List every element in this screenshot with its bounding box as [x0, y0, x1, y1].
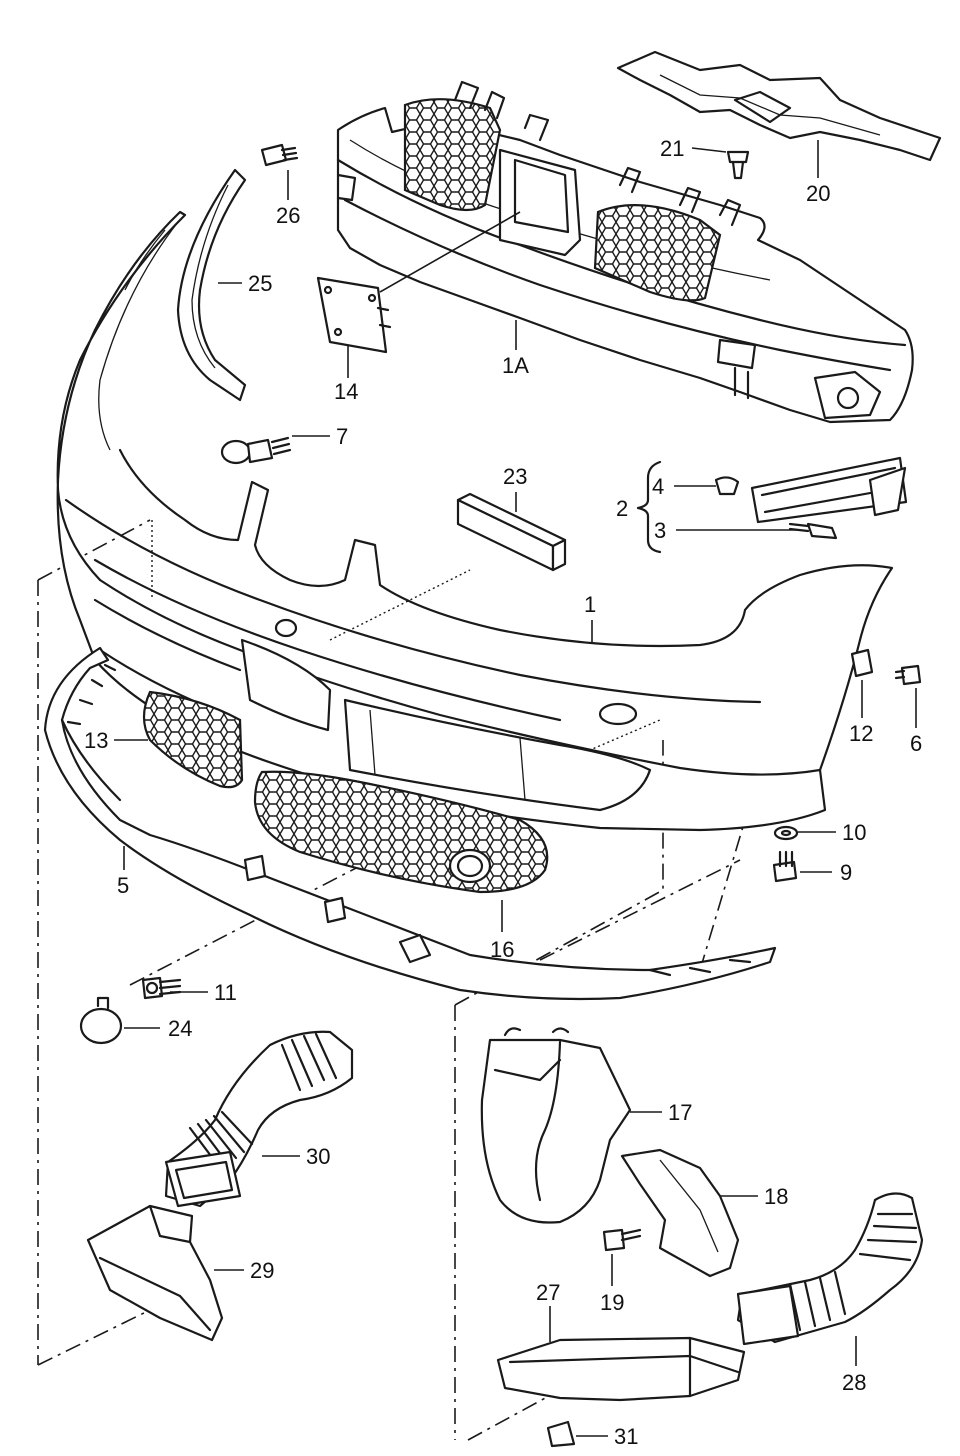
- part-29-duct-inlet: [86, 1204, 224, 1342]
- callout-labels: 26 25 14 1A 21 20 7 23 4 2 3 1 12 6 10 9…: [84, 136, 922, 1449]
- callout-20: 20: [806, 181, 830, 206]
- callout-24: 24: [168, 1016, 192, 1041]
- callout-28: 28: [842, 1370, 866, 1395]
- part-31-clip: [546, 1420, 576, 1448]
- callout-17: 17: [668, 1100, 692, 1125]
- part-2-bracket-assembly: [636, 456, 908, 554]
- callout-31: 31: [614, 1424, 638, 1449]
- part-19-screw: [602, 1228, 642, 1252]
- callout-9: 9: [840, 860, 852, 885]
- part-26-bolt: [260, 143, 299, 167]
- callout-19: 19: [600, 1290, 624, 1315]
- callout-26: 26: [276, 203, 300, 228]
- part-21-clip: [726, 150, 750, 180]
- callout-10: 10: [842, 820, 866, 845]
- part-18-duct-plate: [620, 1148, 740, 1278]
- part-10-washer: [773, 825, 799, 841]
- callout-23: 23: [503, 464, 527, 489]
- part-25-side-guide: [176, 168, 247, 402]
- part-12-clip-nut: [850, 648, 874, 678]
- part-28-air-duct-hose: [736, 1192, 924, 1346]
- part-1a-bumper-carrier: [336, 80, 914, 424]
- part-9-screw: [772, 850, 798, 883]
- callout-25: 25: [248, 271, 272, 296]
- part-24-cap: [79, 996, 123, 1045]
- part-23-foam-block: [456, 492, 567, 572]
- callout-29: 29: [250, 1258, 274, 1283]
- callout-27: 27: [536, 1280, 560, 1305]
- callout-1: 1: [584, 592, 596, 617]
- part-7-bulb: [220, 436, 292, 465]
- part-13-grille: [142, 690, 244, 789]
- callout-4: 4: [652, 474, 664, 499]
- part-16-lower-grille: [253, 770, 549, 894]
- part-1-bumper-cover: [56, 210, 894, 832]
- leader-lines: [114, 140, 917, 1437]
- callout-6: 6: [910, 731, 922, 756]
- callout-7: 7: [336, 424, 348, 449]
- callout-21: 21: [660, 136, 684, 161]
- part-30-air-duct-hose: [164, 1030, 354, 1208]
- part-11-screw: [141, 976, 182, 1000]
- part-14-bracket-plate: [316, 276, 392, 354]
- callout-14: 14: [334, 379, 358, 404]
- part-27-flat-duct: [496, 1336, 746, 1402]
- callout-18: 18: [764, 1184, 788, 1209]
- callout-12: 12: [849, 721, 873, 746]
- callout-30: 30: [306, 1144, 330, 1169]
- part-20-cover-panel: [616, 50, 942, 162]
- callout-5: 5: [117, 873, 129, 898]
- part-6-screw: [894, 664, 922, 686]
- callout-2: 2: [616, 496, 628, 521]
- callout-11: 11: [214, 980, 237, 1005]
- part-17-air-guide: [480, 1027, 632, 1224]
- callout-1a: 1A: [502, 353, 529, 378]
- callout-3: 3: [654, 518, 666, 543]
- part-5-spoiler: [43, 646, 777, 1001]
- callout-16: 16: [490, 937, 514, 962]
- callout-13: 13: [84, 728, 108, 753]
- assembly-guide-lines: [37, 519, 746, 1441]
